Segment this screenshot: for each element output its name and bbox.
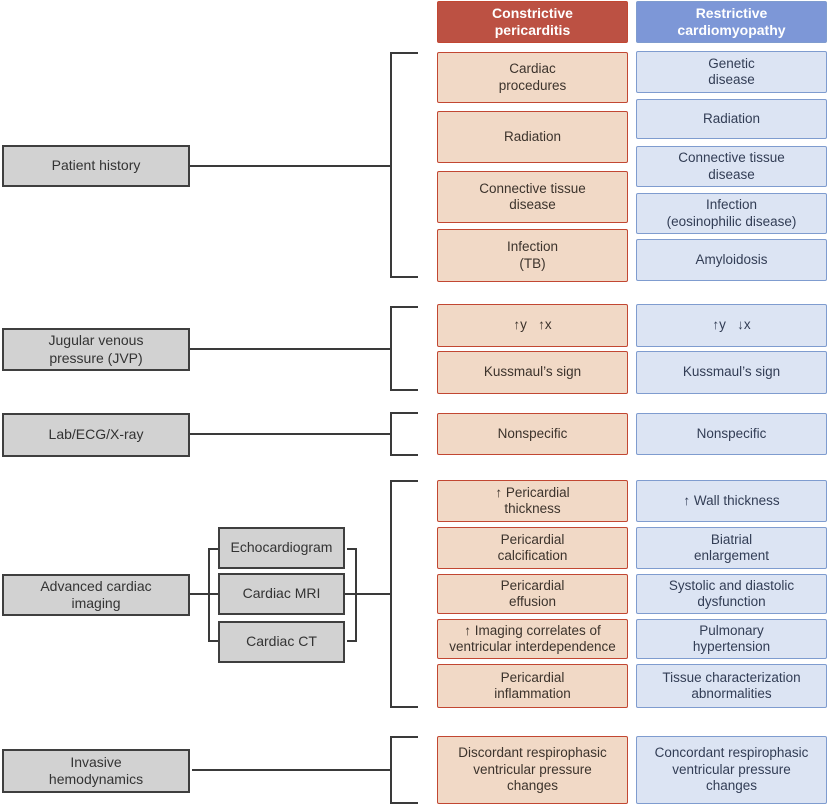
modality-cardiac-mri: Cardiac MRI bbox=[218, 573, 345, 615]
cell-wall-thickness: ↑ Wall thickness bbox=[636, 480, 827, 522]
cell-infection-tb: Infection (TB) bbox=[437, 229, 628, 282]
cell-discordant-pressure-changes: Discordant respirophasic ventricular pre… bbox=[437, 736, 628, 804]
label-lab-ecg-xray: Lab/ECG/X-ray bbox=[2, 413, 190, 457]
label-jugular-venous-pressure: Jugular venous pressure (JVP) bbox=[2, 328, 190, 371]
bracket-modalities-right bbox=[347, 548, 357, 642]
label-patient-history: Patient history bbox=[2, 145, 190, 187]
cell-radiation-rc: Radiation bbox=[636, 99, 827, 139]
cell-cardiac-procedures: Cardiac procedures bbox=[437, 52, 628, 103]
connector-hemodynamics bbox=[192, 769, 390, 771]
cell-concordant-pressure-changes: Concordant respirophasic ventricular pre… bbox=[636, 736, 827, 804]
modality-cardiac-ct: Cardiac CT bbox=[218, 621, 345, 663]
bracket-patient-history bbox=[390, 52, 418, 278]
header-constrictive-pericarditis: Constrictive pericarditis bbox=[437, 1, 628, 43]
cell-pericardial-calcification: Pericardial calcification bbox=[437, 527, 628, 569]
connector-imaging-to-modalities bbox=[190, 593, 218, 595]
cell-genetic-disease: Genetic disease bbox=[636, 51, 827, 93]
cell-nonspecific-rc: Nonspecific bbox=[636, 413, 827, 455]
cell-tissue-characterization: Tissue characterization abnormalities bbox=[636, 664, 827, 708]
bracket-hemodynamics bbox=[390, 736, 418, 804]
cell-systolic-diastolic-dysfunction: Systolic and diastolic dysfunction bbox=[636, 574, 827, 614]
cell-biatrial-enlargement: Biatrial enlargement bbox=[636, 527, 827, 569]
header-restrictive-cardiomyopathy: Restrictive cardiomyopathy bbox=[636, 1, 827, 43]
cell-nonspecific-cp: Nonspecific bbox=[437, 413, 628, 455]
connector-modalities-to-findings bbox=[345, 593, 390, 595]
connector-patient-history bbox=[190, 165, 390, 167]
cell-infection-eosinophilic: Infection (eosinophilic disease) bbox=[636, 193, 827, 234]
cell-pericardial-effusion: Pericardial effusion bbox=[437, 574, 628, 614]
bracket-modalities-left bbox=[208, 548, 218, 642]
cell-pericardial-thickness: ↑ Pericardial thickness bbox=[437, 480, 628, 522]
label-invasive-hemodynamics: Invasive hemodynamics bbox=[2, 749, 190, 793]
modality-echocardiogram: Echocardiogram bbox=[218, 527, 345, 569]
cell-connective-tissue-rc: Connective tissue disease bbox=[636, 146, 827, 187]
cell-radiation-cp: Radiation bbox=[437, 111, 628, 163]
bracket-imaging bbox=[390, 480, 418, 708]
connector-lab bbox=[190, 433, 390, 435]
connector-jvp bbox=[190, 348, 390, 350]
cell-jvp-waves-rc: ↑y ↓x bbox=[636, 304, 827, 347]
label-advanced-cardiac-imaging: Advanced cardiac imaging bbox=[2, 574, 190, 616]
bracket-lab bbox=[390, 412, 418, 456]
cell-connective-tissue-cp: Connective tissue disease bbox=[437, 171, 628, 223]
cell-kussmaul-rc: Kussmaul’s sign bbox=[636, 351, 827, 394]
cell-jvp-waves-cp: ↑y ↑x bbox=[437, 304, 628, 347]
bracket-jvp bbox=[390, 306, 418, 391]
cell-kussmaul-cp: Kussmaul’s sign bbox=[437, 351, 628, 394]
cell-amyloidosis: Amyloidosis bbox=[636, 239, 827, 281]
cell-pulmonary-hypertension: Pulmonary hypertension bbox=[636, 619, 827, 659]
cell-pericardial-inflammation: Pericardial inflammation bbox=[437, 664, 628, 708]
cell-imaging-correlates: ↑ Imaging correlates of ventricular inte… bbox=[437, 619, 628, 659]
